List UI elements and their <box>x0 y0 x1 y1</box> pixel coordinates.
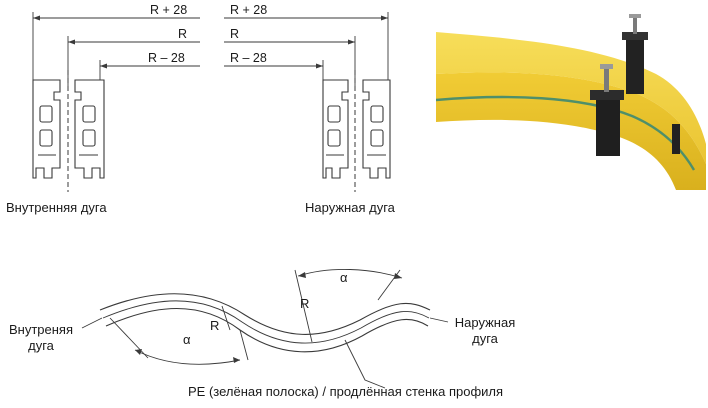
bottom-radius-right: R <box>300 296 310 311</box>
outer-arc-profile-drawing <box>224 12 391 192</box>
s-curve-rail-diagram <box>81 268 449 389</box>
rail-edge-inner <box>105 308 429 353</box>
bottom-outer-arc-label-line1: Наружная <box>454 315 516 330</box>
inner-arc-profile-drawing <box>32 12 200 192</box>
outer-arc-caption: Наружная дуга <box>305 200 395 215</box>
bottom-outer-arc-label-line2: дуга <box>472 331 498 346</box>
rail-top-face <box>436 32 706 164</box>
rail-edge-outer <box>99 293 431 335</box>
hanger-clamp-1 <box>622 14 680 154</box>
inner-arc-caption: Внутренняя дуга <box>6 200 107 215</box>
rail-center-line <box>102 300 430 344</box>
bottom-inner-arc-label-line1: Внутреняя <box>8 322 74 337</box>
outer-dim-r-minus-28: R – 28 <box>230 51 267 65</box>
bottom-outer-arc-label: Наружная дуга <box>448 315 522 347</box>
bottom-alpha-left: α <box>183 332 191 347</box>
bottom-inner-arc-label-line2: дуга <box>28 338 54 353</box>
bottom-radius-left: R <box>210 318 220 333</box>
inner-dim-r-minus-28: R – 28 <box>148 51 185 65</box>
inner-dim-r: R <box>178 27 188 41</box>
outer-dim-r-plus-28: R + 28 <box>230 3 268 17</box>
inner-dim-r-plus-28: R + 28 <box>150 3 188 17</box>
hanger-clamp-2 <box>590 64 624 156</box>
pe-note: PE (зелёная полоска) / продлённая стенка… <box>188 384 504 399</box>
outer-dim-r: R <box>230 27 240 41</box>
rail-side-face <box>436 72 706 190</box>
bottom-alpha-right: α <box>340 270 348 285</box>
bottom-inner-arc-label: Внутреняя дуга <box>4 322 78 354</box>
curved-rail-photo <box>436 14 706 190</box>
